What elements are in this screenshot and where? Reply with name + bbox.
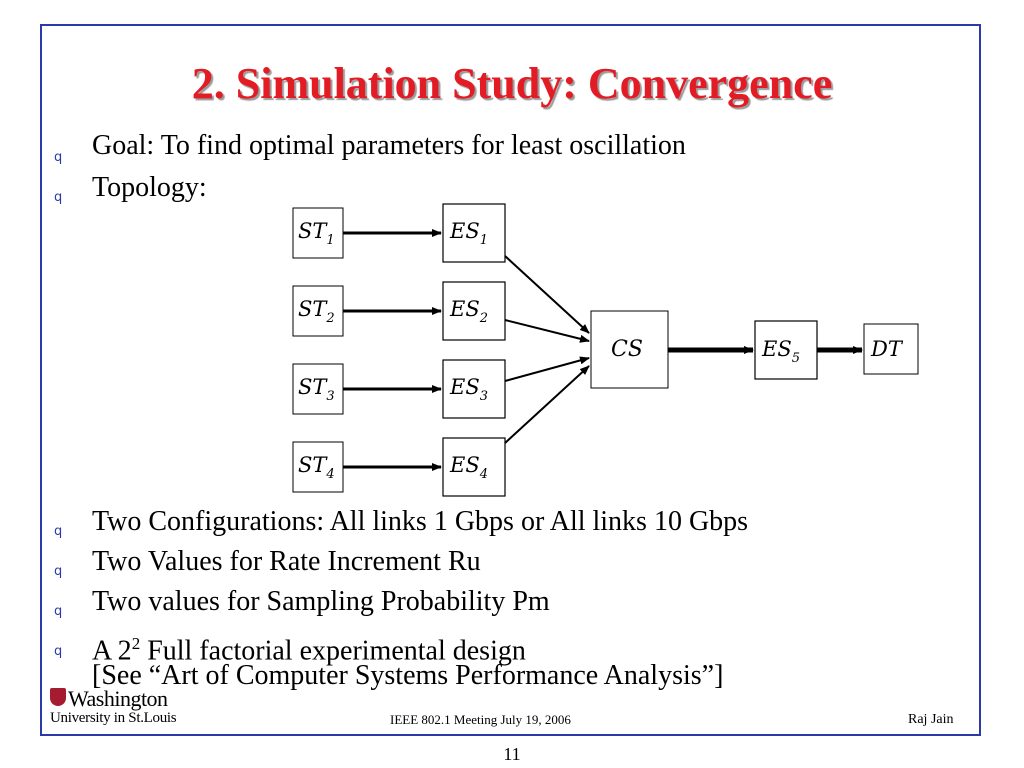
bullet-marker: q — [54, 604, 63, 619]
bullet-goal: Goal: To find optimal parameters for lea… — [92, 130, 686, 161]
slide-title: 2. Simulation Study: Convergence — [191, 59, 833, 108]
link-es1-cs — [504, 255, 590, 334]
link-es4-cs — [504, 365, 590, 444]
svg-text:DT: DT — [870, 337, 904, 361]
bullet-marker: q — [54, 150, 63, 165]
node-es3: ES3 — [442, 359, 506, 419]
node-es2: ES2 — [442, 281, 506, 341]
svg-text:ST3: ST3 — [298, 375, 335, 404]
node-st1: ST1 — [292, 207, 344, 259]
page-number: 11 — [503, 744, 521, 764]
node-st3: ST3 — [292, 363, 344, 415]
node-dt: DT — [863, 323, 919, 375]
footer-meeting: IEEE 802.1 Meeting July 19, 2006 — [390, 712, 571, 727]
svg-text:ES3: ES3 — [449, 375, 488, 404]
svg-text:ES1: ES1 — [449, 219, 488, 248]
svg-text:ES4: ES4 — [449, 453, 488, 482]
node-st2: ST2 — [292, 285, 344, 337]
shield-icon — [50, 688, 66, 706]
bullet-configurations: Two Configurations: All links 1 Gbps or … — [92, 506, 749, 537]
bullet-rate-increment: Two Values for Rate Increment Ru — [92, 546, 481, 577]
bullet-sampling: Two values for Sampling Probability Pm — [92, 586, 550, 617]
svg-text:ES5: ES5 — [761, 337, 800, 366]
topology-diagram: ST1 ST2 ST3 ST4 ES1 ES2 ES3 ES4 CS ES5 — [292, 203, 919, 497]
slide-frame — [40, 24, 981, 736]
logo-university: University in St.Louis — [50, 710, 177, 726]
bullet-marker: q — [54, 564, 63, 579]
svg-text:ST2: ST2 — [298, 297, 335, 326]
bullet-marker: q — [54, 524, 63, 539]
bullet-topology: Topology: — [92, 172, 207, 203]
see-reference: [See “Art of Computer Systems Performanc… — [92, 660, 724, 691]
svg-text:ES2: ES2 — [449, 297, 488, 326]
link-es3-cs — [504, 356, 590, 382]
link-es2-cs — [504, 319, 590, 343]
node-cs: CS — [590, 310, 669, 389]
node-es1: ES1 — [442, 203, 506, 263]
node-es5: ES5 — [754, 320, 818, 380]
svg-text:CS: CS — [611, 337, 643, 362]
node-es4: ES4 — [442, 437, 506, 497]
footer-author: Raj Jain — [908, 712, 954, 727]
svg-text:ST1: ST1 — [298, 219, 335, 248]
node-st4: ST4 — [292, 441, 344, 493]
svg-text:ST4: ST4 — [298, 453, 335, 482]
bullet-marker: q — [54, 644, 63, 659]
logo-washington: Washington — [68, 686, 168, 711]
bullet-factorial: A 22 Full factorial experimental design — [92, 634, 526, 667]
bullet-marker: q — [54, 190, 63, 205]
